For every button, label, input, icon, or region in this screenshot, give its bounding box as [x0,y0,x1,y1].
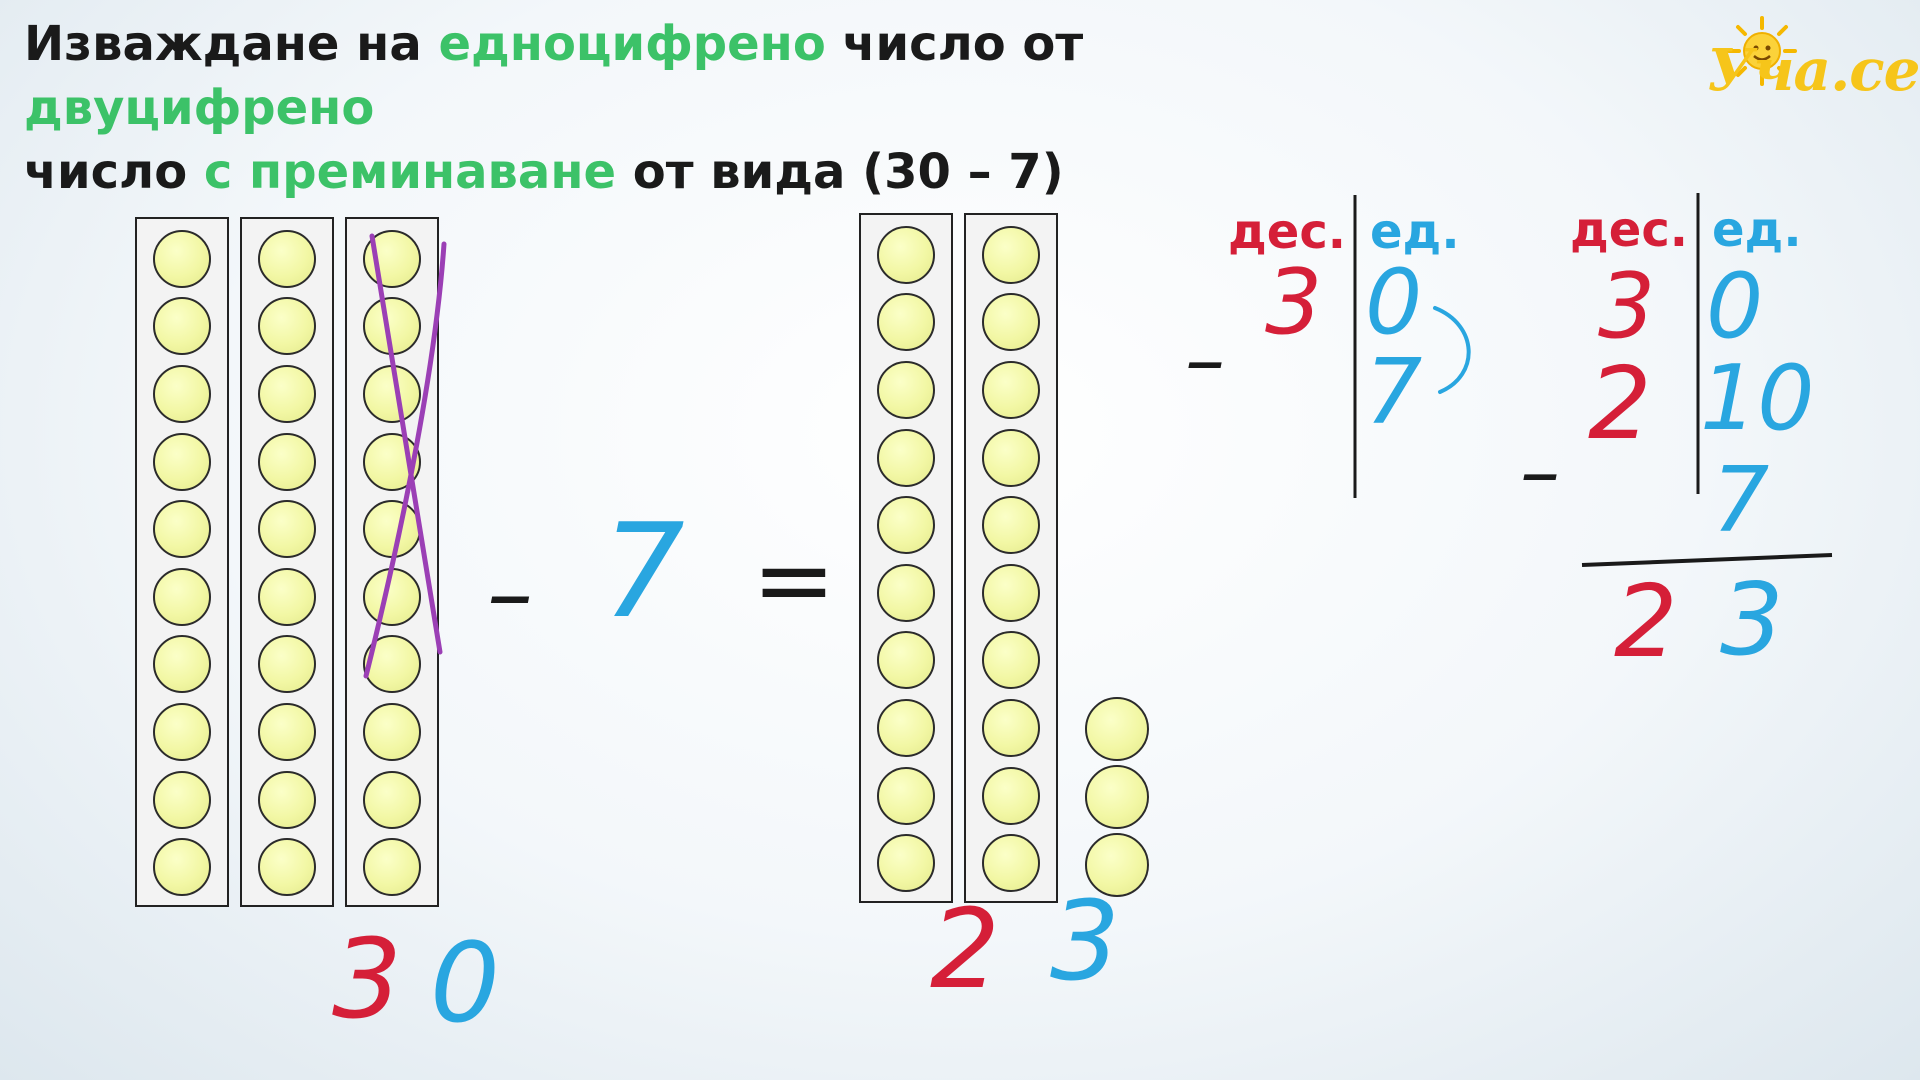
title-text: число [24,144,204,200]
ten-column [345,217,439,907]
bead [258,365,316,423]
page-title: Изваждане на едноцифрено число от двуциф… [24,12,1424,204]
bead [982,563,1040,622]
bead [877,699,935,757]
bead [877,496,935,555]
bead [153,635,211,694]
title-highlight-single-digit: едноцифрено [438,16,826,72]
logo-text: Уча.се [1707,36,1920,104]
minus-sign: – [1185,313,1225,406]
minuend-tens-digit: 3 [1598,254,1656,359]
subtrahend-units-digit: 7 [1365,340,1423,445]
ten-column [240,217,334,907]
header-units: ед. [1712,202,1802,258]
title-highlight-two-digit: двуцифрено [24,80,375,136]
bead [153,567,211,626]
bead [877,361,935,419]
bead [877,631,935,690]
bead [982,496,1040,555]
result-tens-digit: 2 [930,885,1000,1013]
bead [877,563,935,622]
borrow-arrow [1433,306,1471,394]
minuend-units-digit: 0 [1706,254,1764,359]
bead [363,838,421,897]
bead [877,428,935,487]
loose-bead [1085,765,1149,829]
bead [153,838,211,897]
bead [363,770,421,829]
title-text: от вида (30 – 7) [616,144,1064,200]
bead [877,834,935,893]
minus-sign: – [487,540,533,647]
cross-mark [369,233,443,655]
bead [153,770,211,829]
equals-sign: = [752,521,836,638]
loose-bead [1085,697,1149,761]
regrouped-tens-digit: 2 [1588,345,1652,462]
header-tens: дес. [1570,202,1689,258]
difference-units-digit: 3 [1720,561,1784,678]
bead [258,635,316,694]
minuend-units-digit: 0 [1365,250,1423,355]
bead [258,297,316,356]
loose-bead [1085,833,1149,897]
bead [982,361,1040,419]
bead [982,293,1040,352]
bead [153,500,211,559]
bead [363,365,421,423]
result-line [1581,553,1833,567]
ten-column [135,217,229,907]
header-units: ед. [1370,204,1460,260]
bead [258,500,316,559]
bead [258,838,316,897]
bead [153,703,211,761]
bead [258,229,316,288]
result-units-digit: 3 [1050,877,1120,1005]
label-tens-digit: 3 [332,915,402,1043]
bead [982,699,1040,757]
header-tens: дес. [1228,204,1347,260]
bead [363,703,421,761]
bead [982,766,1040,825]
regrouped-units-digits: 10 [1700,346,1815,451]
sun-icon [1727,16,1797,86]
ten-column [859,213,953,903]
logo: Уча.се [1695,14,1920,109]
bead [877,225,935,284]
bead [982,834,1040,893]
cross-mark [363,241,447,679]
bead [153,229,211,288]
ten-column [964,213,1058,903]
bead [153,432,211,491]
title-highlight-regrouping: с преминаване [203,144,617,200]
bead [153,297,211,356]
bead [982,225,1040,284]
bead [258,567,316,626]
bead [982,428,1040,487]
bead [877,293,935,352]
subtrahend-units-digit: 7 [1712,448,1770,553]
bead [258,770,316,829]
difference-tens-digit: 2 [1614,563,1678,680]
bead [258,703,316,761]
bead [877,766,935,825]
minus-sign: – [1520,425,1560,518]
bead [153,365,211,423]
minuend-tens-digit: 3 [1265,250,1323,355]
bead [982,631,1040,690]
title-text: число от [825,16,1084,72]
bead [258,432,316,491]
title-text: Изваждане на [24,16,439,72]
label-units-digit: 0 [430,919,500,1047]
subtrahend-number: 7 [602,495,685,647]
